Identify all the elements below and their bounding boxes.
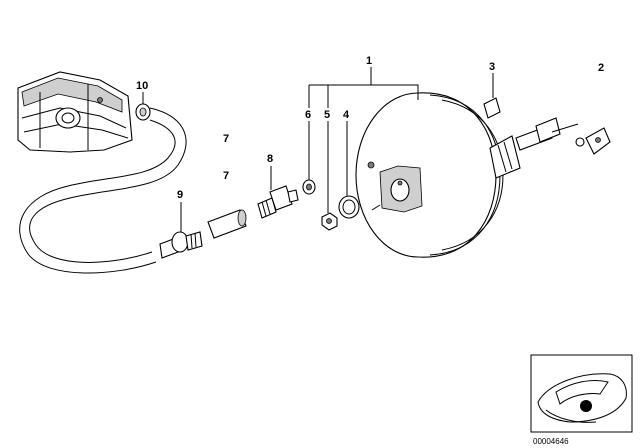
clevis <box>483 97 501 119</box>
callout-9: 9 <box>177 189 183 201</box>
vacuum-fitting <box>257 185 299 219</box>
callout-2: 2 <box>598 62 604 74</box>
hose-sleeve <box>207 209 247 239</box>
check-valve <box>159 231 203 259</box>
location-marker-icon <box>580 400 592 412</box>
callout-10: 10 <box>136 80 148 92</box>
sealing-ring <box>338 195 360 219</box>
callout-6: 6 <box>305 109 311 121</box>
nut <box>321 212 338 231</box>
brake-booster <box>355 92 521 258</box>
callout-7-upper: 7 <box>223 133 229 145</box>
clevis-pin <box>585 127 611 155</box>
vehicle-location-inset: 00004646 <box>530 354 633 446</box>
callout-4: 4 <box>343 109 350 121</box>
leader-lines <box>142 67 494 232</box>
vacuum-hose <box>19 107 187 274</box>
intake-manifold <box>17 71 133 153</box>
callout-8: 8 <box>267 153 273 165</box>
hose-clamp <box>135 103 151 121</box>
grommet <box>302 179 316 195</box>
push-rod <box>515 117 585 151</box>
callout-7-lower: 7 <box>223 170 229 182</box>
callout-3: 3 <box>489 61 495 73</box>
callout-1: 1 <box>366 55 372 67</box>
inset-part-number: 00004646 <box>533 437 569 446</box>
callout-5: 5 <box>324 109 330 121</box>
